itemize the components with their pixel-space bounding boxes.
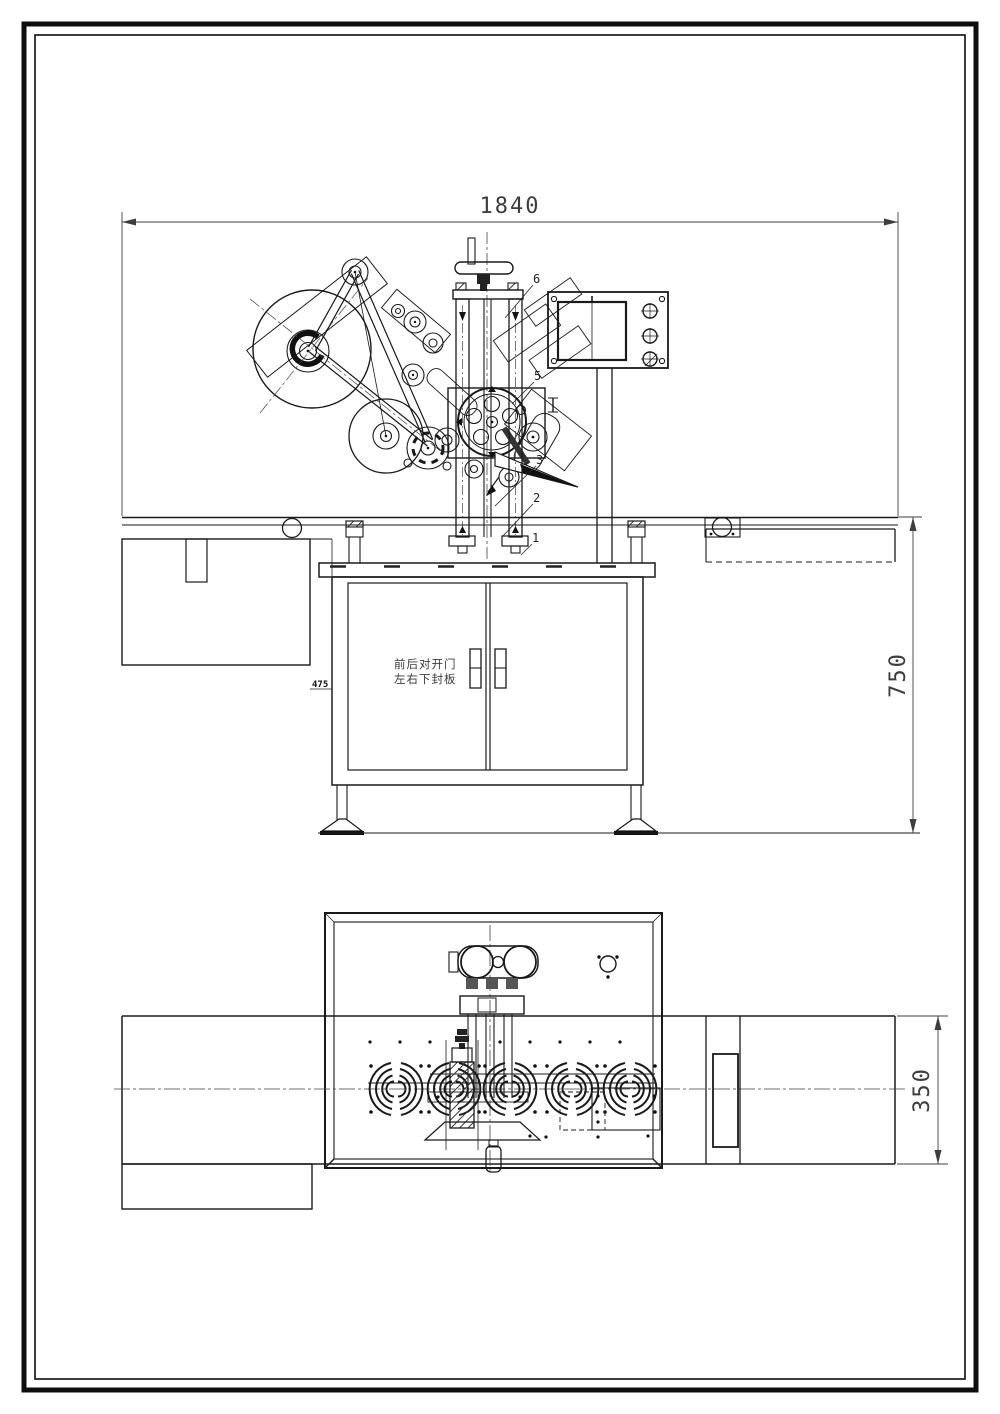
star-wheels [368, 1062, 658, 1116]
part-label-3: 3 [536, 453, 543, 467]
plan-sensor-mount [597, 955, 619, 979]
conveyor-brackets [345, 520, 646, 563]
support-columns [448, 237, 592, 554]
door-handles [469, 648, 507, 689]
dim-350: 350 [897, 1015, 948, 1165]
part-label-5: 5 [534, 369, 541, 383]
infeed-table [121, 517, 311, 666]
plan-reel-bracket [448, 945, 539, 1098]
part-label-1: 1 [532, 531, 539, 545]
control-panel [547, 291, 669, 563]
outfeed-tray [704, 516, 896, 563]
plan-fixtures [544, 1087, 661, 1139]
dim-1840-text: 1840 [480, 194, 541, 219]
dim-1840: 1840 [121, 194, 899, 516]
leveling-feet [320, 785, 658, 835]
plan-bottle-station [423, 1029, 542, 1173]
cabinet: 前后对开门 左右下封板 [318, 562, 658, 835]
drive-unit [403, 386, 546, 471]
dancer-arms [307, 269, 434, 447]
dim-475-text: 475 [312, 680, 328, 690]
plan-view: 350 [114, 912, 948, 1210]
dim-475: 475 [310, 539, 333, 698]
dim-750: 750 [886, 516, 922, 833]
part-labels: 6 5 3 2 1 [494, 272, 543, 556]
handwheel-stem [467, 237, 476, 265]
plan-bolt-dots [368, 1040, 650, 1138]
label-reel [245, 256, 449, 458]
part-label-2: 2 [533, 491, 540, 505]
plan-conveyor [114, 925, 905, 1210]
handwheel [454, 261, 514, 275]
front-view: 1840 [121, 194, 922, 835]
plan-side-bracket [705, 1016, 741, 1164]
plan-infeed-block [121, 1163, 313, 1210]
peel-plate [486, 451, 579, 496]
sheet-border [21, 21, 979, 1393]
dim-750-text: 750 [886, 652, 911, 698]
part-label-6: 6 [533, 272, 540, 286]
applicator-bracket [501, 388, 593, 472]
dim-350-text: 350 [910, 1067, 935, 1113]
panel-buttons [641, 303, 659, 367]
cabinet-note-line1: 前后对开门 [394, 657, 457, 671]
cabinet-note-line2: 左右下封板 [394, 672, 457, 686]
